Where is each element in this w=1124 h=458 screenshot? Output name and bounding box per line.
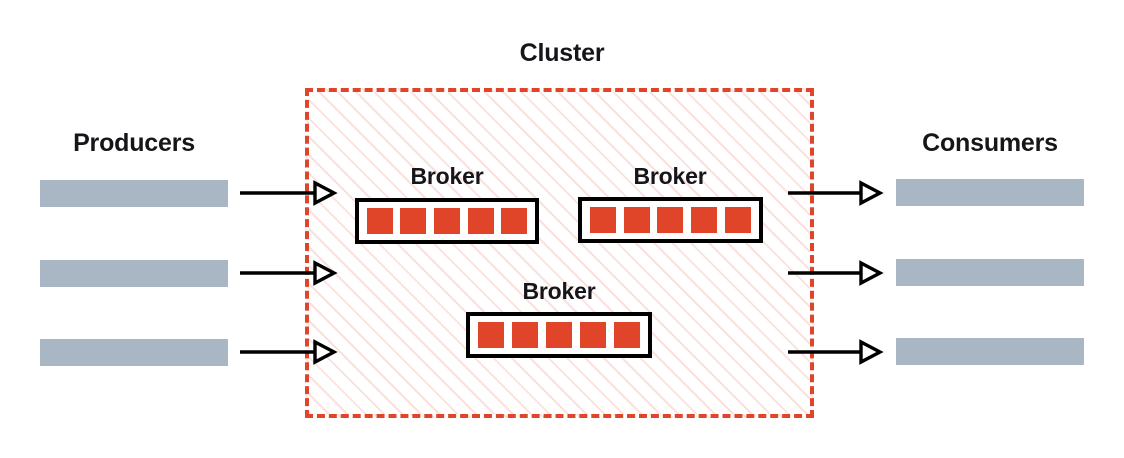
arrow-consumer-3 [788,339,884,365]
cluster-boundary [305,88,814,418]
partition-cell [366,208,393,234]
consumers-title: Consumers [922,129,1058,157]
producer-node-1[interactable] [40,180,228,207]
partition-cell [725,207,752,233]
partition-cell [501,208,528,234]
partition-cell [467,208,494,234]
broker-label-2: Broker [633,163,707,189]
partition-cell [400,208,427,234]
arrow-producer-1 [240,180,338,206]
consumer-node-3[interactable] [896,338,1084,365]
producer-node-2[interactable] [40,260,228,287]
partition-cell [478,322,504,348]
partition-cell [614,322,640,348]
broker-box-1[interactable] [355,198,539,244]
cluster-title: Cluster [519,39,605,67]
partition-cell [580,322,606,348]
partition-cell [512,322,538,348]
producer-node-3[interactable] [40,339,228,366]
broker-label-3: Broker [522,278,596,304]
partition-cell [589,207,616,233]
consumer-node-2[interactable] [896,259,1084,286]
partition-cell [623,207,650,233]
arrow-producer-3 [240,339,338,365]
partition-cell [691,207,718,233]
consumer-node-1[interactable] [896,179,1084,206]
partition-cell [657,207,684,233]
producers-title: Producers [73,129,195,157]
partition-cell [433,208,460,234]
arrow-consumer-2 [788,260,884,286]
broker-box-2[interactable] [578,197,763,243]
partition-cell [546,322,572,348]
broker-label-1: Broker [410,163,484,189]
broker-box-3[interactable] [466,312,652,358]
arrow-producer-2 [240,260,338,286]
arrow-consumer-1 [788,180,884,206]
